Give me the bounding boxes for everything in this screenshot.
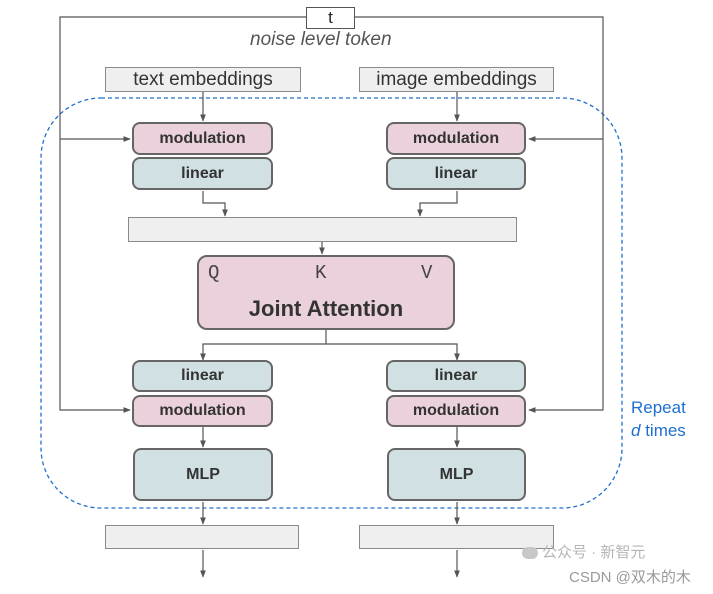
mlp-label: MLP <box>439 465 474 483</box>
repeat-var: d <box>631 421 641 440</box>
image-embeddings-label: image embeddings <box>376 68 537 90</box>
repeat-label-line2: d times <box>631 419 686 442</box>
text-embeddings-label: text embeddings <box>133 68 273 90</box>
image-embeddings-box: image embeddings <box>359 67 554 92</box>
token-box: t <box>306 7 355 29</box>
watermark-line1: 公众号 · 新智元 <box>542 544 646 561</box>
modulation-top-right: modulation <box>386 122 526 155</box>
token-line-right <box>355 16 604 413</box>
value-label: V <box>421 262 433 284</box>
joint-attention-label: Joint Attention <box>248 295 404 321</box>
modulation-bottom-left: modulation <box>132 395 273 427</box>
modulation-label: modulation <box>159 402 246 419</box>
linear-bottom-right: linear <box>386 360 526 392</box>
mlp-left: MLP <box>133 448 273 501</box>
linear-left-to-concat <box>202 191 228 217</box>
repeat-label: Repeat d times <box>631 396 686 442</box>
attention-split-right <box>326 343 460 361</box>
linear-bottom-left: linear <box>132 360 273 392</box>
linear-label: linear <box>181 367 224 384</box>
text-embeddings-box: text embeddings <box>105 67 301 92</box>
token-line-left <box>59 16 306 413</box>
key-label: K <box>315 262 327 284</box>
mlp-label: MLP <box>186 465 220 483</box>
repeat-region <box>40 97 623 509</box>
linear-label: linear <box>434 367 478 384</box>
linear-right-to-concat <box>417 191 458 217</box>
mlp-right: MLP <box>387 448 526 501</box>
linear-top-left: linear <box>132 157 273 190</box>
watermark-wechat: 公众号 · 新智元 <box>522 541 645 562</box>
repeat-text: times <box>640 421 686 440</box>
wechat-icon <box>522 547 538 560</box>
linear-label: linear <box>434 164 478 182</box>
attention-split <box>200 330 327 361</box>
concat-bar <box>128 217 517 242</box>
modulation-label: modulation <box>412 402 500 419</box>
output-bar-left <box>105 525 299 549</box>
linear-label: linear <box>181 164 224 182</box>
watermark-csdn: CSDN @双木的木 <box>569 569 691 586</box>
modulation-label: modulation <box>412 129 500 147</box>
joint-attention-box: Joint Attention <box>197 255 455 330</box>
linear-top-right: linear <box>386 157 526 190</box>
modulation-bottom-right: modulation <box>386 395 526 427</box>
output-bar-right <box>359 525 554 549</box>
token-symbol: t <box>328 8 333 27</box>
modulation-top-left: modulation <box>132 122 273 155</box>
token-caption: noise level token <box>250 29 392 50</box>
query-label: Q <box>208 262 220 284</box>
repeat-label-line1: Repeat <box>631 398 686 417</box>
modulation-label: modulation <box>159 129 246 147</box>
